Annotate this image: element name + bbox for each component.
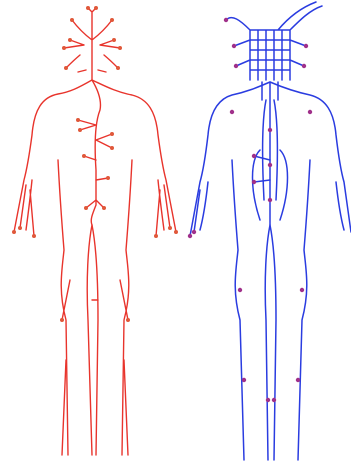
venous-node bbox=[266, 398, 270, 402]
arterial-node bbox=[106, 176, 110, 180]
venous-node bbox=[268, 163, 272, 167]
arterial-node bbox=[76, 118, 80, 122]
arterial-node bbox=[174, 230, 178, 234]
arterial-node bbox=[86, 6, 90, 10]
arterial-node bbox=[102, 206, 106, 210]
venous-node bbox=[234, 64, 238, 68]
arterial-node bbox=[82, 154, 86, 158]
arterial-node bbox=[68, 38, 72, 42]
venous-node bbox=[304, 44, 308, 48]
venous-node bbox=[302, 64, 306, 68]
arterial-node bbox=[94, 6, 98, 10]
arterial-node bbox=[118, 46, 122, 50]
arterial-node bbox=[126, 318, 130, 322]
venous-node bbox=[188, 234, 192, 238]
arterial-node bbox=[62, 46, 66, 50]
arterial-node bbox=[116, 66, 120, 70]
venous-node bbox=[300, 288, 304, 292]
venous-arm-vessels bbox=[194, 182, 344, 232]
venous-node bbox=[272, 398, 276, 402]
venous-node bbox=[192, 230, 196, 234]
venous-node bbox=[242, 378, 246, 382]
arterial-node bbox=[70, 18, 74, 22]
arterial-node bbox=[64, 66, 68, 70]
arterial-node bbox=[154, 234, 158, 238]
arterial-node bbox=[110, 18, 114, 22]
venous-trunk bbox=[253, 82, 288, 225]
arterial-node bbox=[18, 226, 22, 230]
venous-node bbox=[238, 288, 242, 292]
arterial-node bbox=[84, 206, 88, 210]
arterial-node bbox=[112, 38, 116, 42]
venous-system-figure bbox=[188, 2, 351, 460]
arterial-node bbox=[110, 146, 114, 150]
arterial-node bbox=[12, 230, 16, 234]
arterial-node bbox=[110, 132, 114, 136]
venous-node bbox=[252, 154, 256, 158]
venous-node bbox=[252, 180, 256, 184]
venous-node bbox=[268, 198, 272, 202]
arterial-leg-vessels bbox=[62, 280, 128, 455]
arterial-node bbox=[78, 128, 82, 132]
venous-node bbox=[296, 378, 300, 382]
arterial-system-figure bbox=[12, 6, 178, 455]
venous-head-vessels bbox=[226, 2, 322, 100]
venous-node bbox=[224, 18, 228, 22]
venous-node bbox=[232, 44, 236, 48]
venous-node bbox=[308, 110, 312, 114]
arterial-node bbox=[32, 234, 36, 238]
venous-node bbox=[230, 110, 234, 114]
arterial-node bbox=[168, 226, 172, 230]
arterial-node bbox=[60, 318, 64, 322]
venous-node bbox=[268, 128, 272, 132]
